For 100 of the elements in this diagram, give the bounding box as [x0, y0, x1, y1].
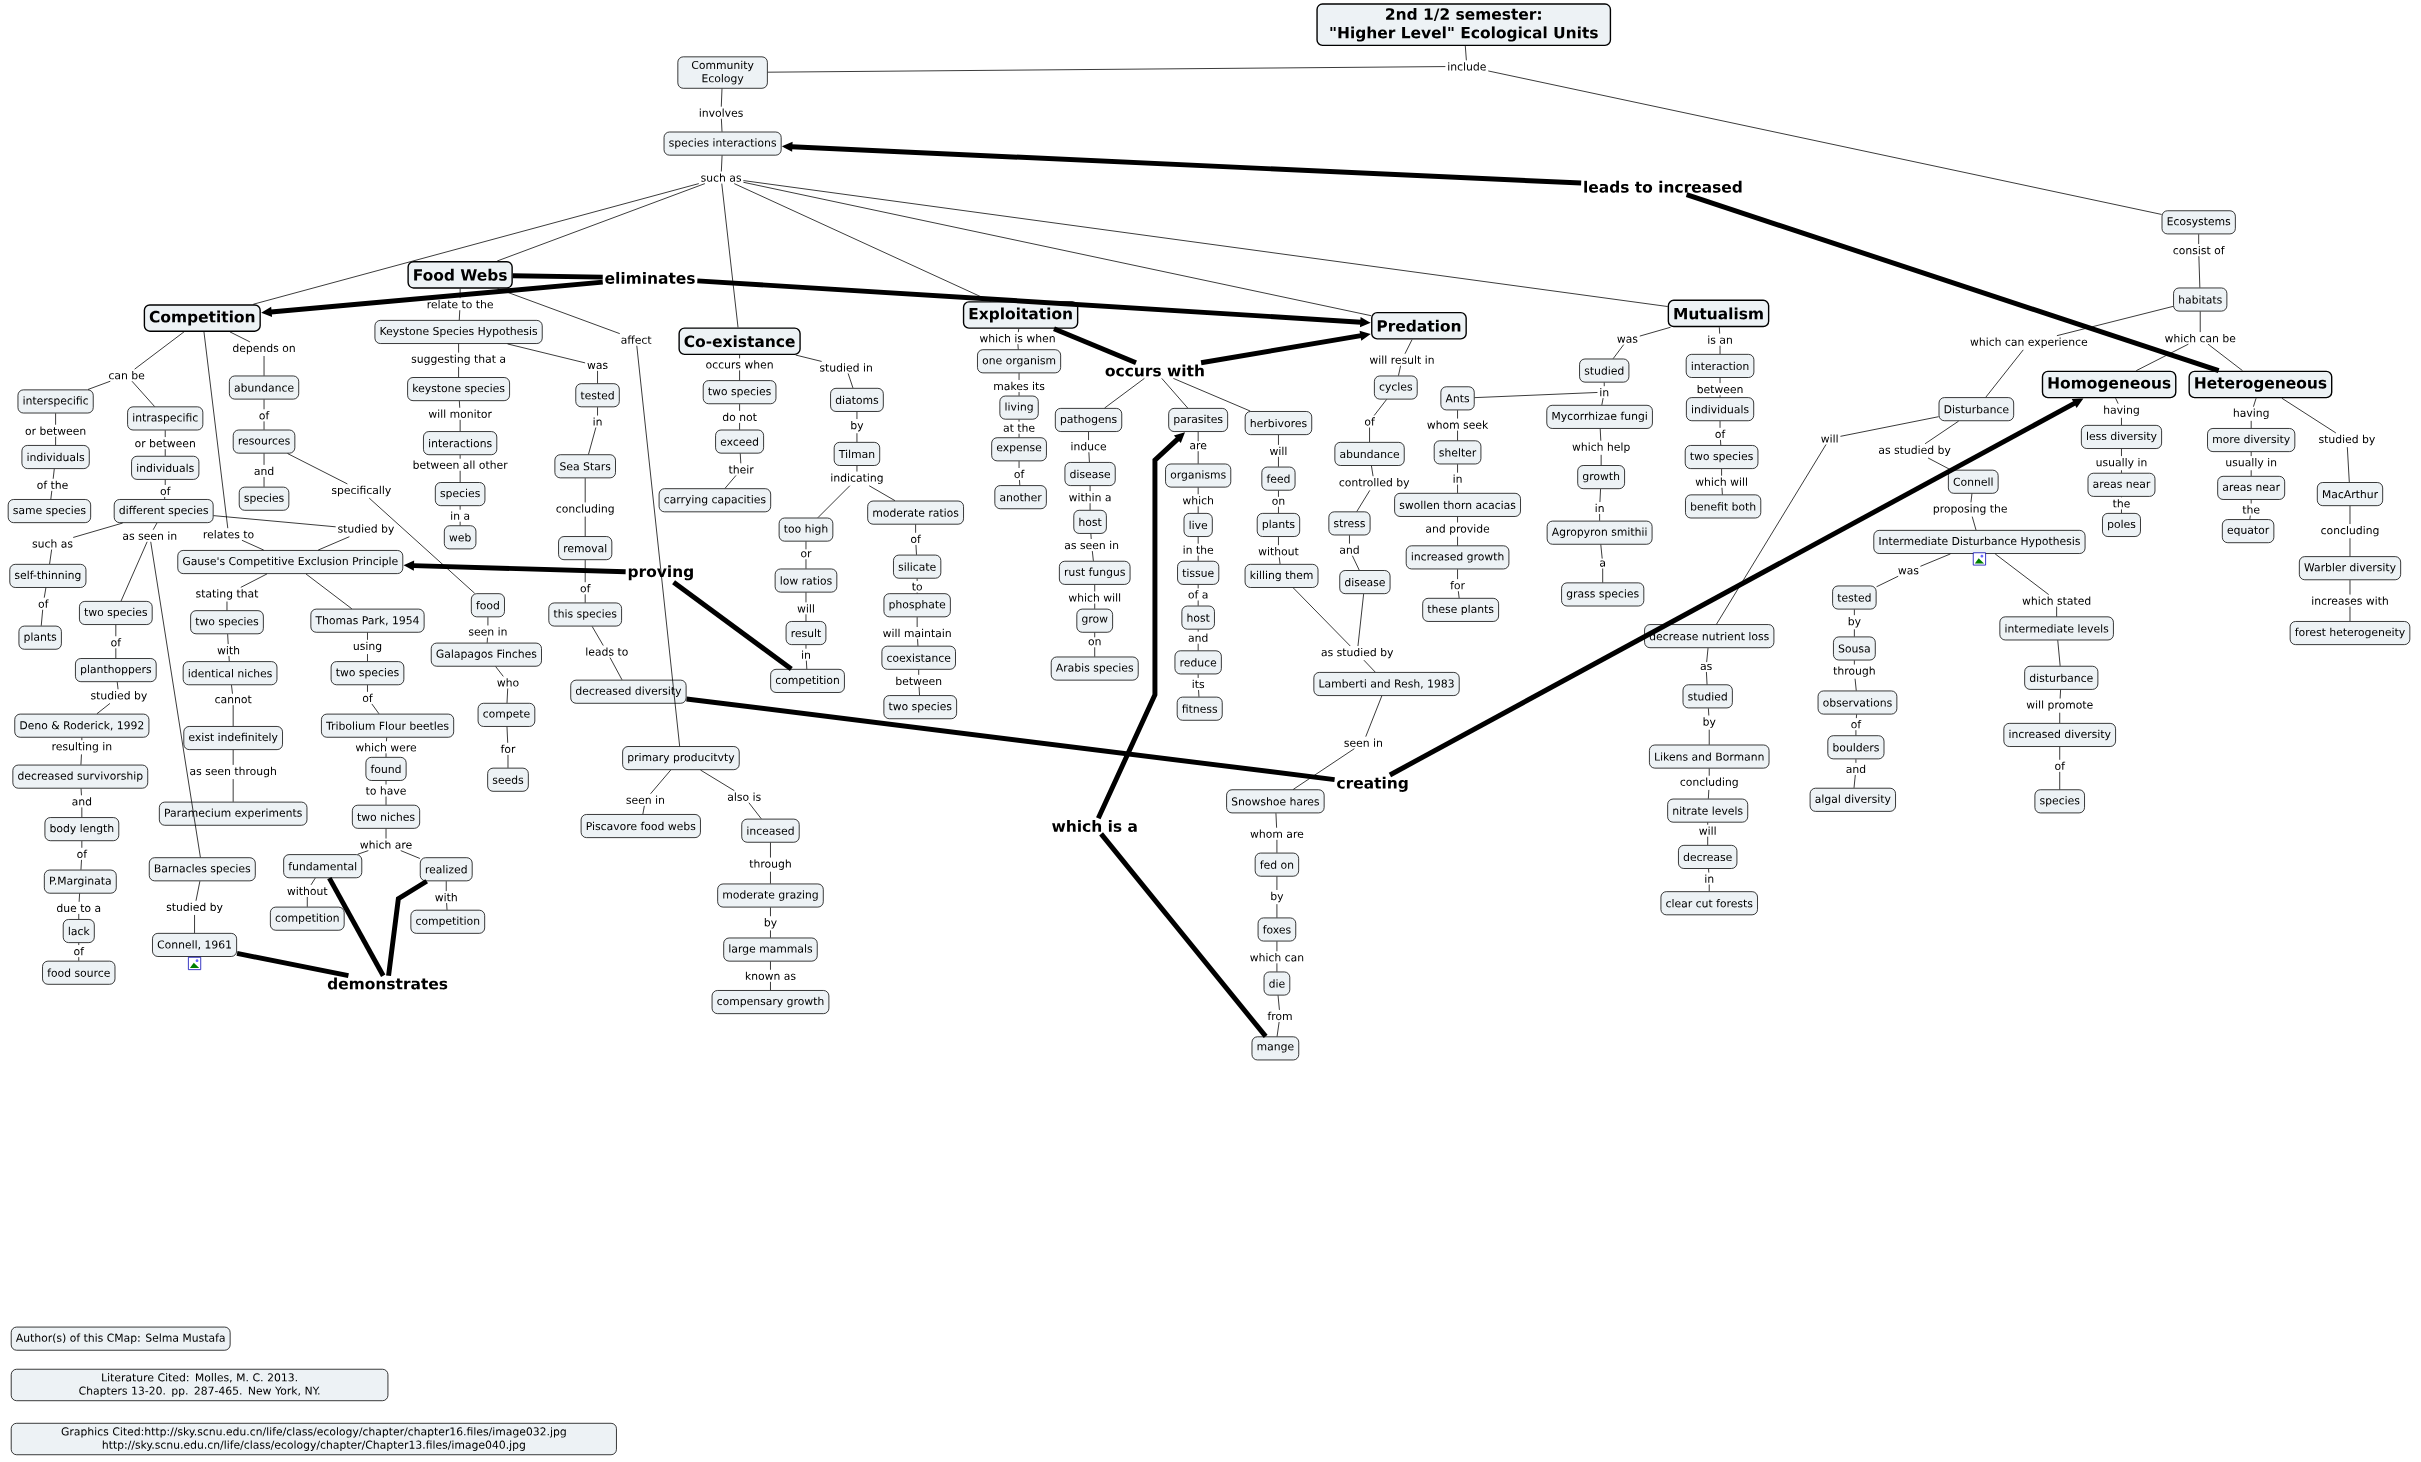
connector-line	[1018, 391, 1020, 396]
linking-phrase: a	[1597, 558, 1608, 569]
connector-line	[743, 180, 1669, 307]
linking-phrase: which can	[1248, 951, 1306, 963]
concept-box: Warbler diversity	[2298, 556, 2402, 581]
connector-line	[1464, 45, 1467, 61]
concept-box: die	[1263, 971, 1291, 996]
connector-line	[507, 343, 586, 364]
concept-box: competition	[410, 909, 486, 934]
linking-phrase: of	[2052, 760, 2067, 772]
connector-line	[1197, 584, 1199, 589]
concept-box: realized	[419, 857, 473, 882]
concept-box: MacArthur	[2316, 482, 2384, 506]
concept-box: Thomas Park, 1954	[310, 608, 425, 633]
concept-box: disease	[1064, 461, 1116, 486]
concept-box: feed	[1261, 466, 1296, 491]
connector-line	[1708, 729, 1710, 745]
concept-box: areas near	[2087, 472, 2156, 497]
concept-box: too high	[778, 517, 834, 542]
connector-line	[1278, 434, 1279, 446]
connector-line	[115, 647, 117, 659]
connector-line	[584, 516, 586, 537]
linking-phrase: which stated	[2020, 594, 2093, 607]
connector-line	[131, 380, 155, 407]
connector-line	[650, 769, 672, 795]
linking-phrase: of	[36, 597, 50, 610]
connector-line	[1276, 903, 1278, 918]
concept-box: nitrate levels	[1667, 798, 1749, 823]
concept-box: another	[994, 485, 1047, 510]
connector-line	[1053, 326, 1137, 365]
concept-box: Deno & Roderick, 1992	[14, 713, 150, 738]
connector-line	[1970, 493, 1973, 503]
connector-line	[367, 653, 368, 662]
connector-line	[1278, 490, 1279, 498]
concept-box: carrying capacities	[658, 488, 772, 513]
linking-phrase: its	[1190, 678, 1207, 690]
connector-line	[856, 411, 858, 420]
connector-line	[236, 950, 349, 979]
linking-phrase: to have	[364, 784, 408, 797]
connector-line	[72, 522, 124, 538]
concept-box: coexistance	[881, 645, 956, 670]
connector-line	[2121, 448, 2122, 457]
concept-box: Sea Stars	[554, 454, 616, 479]
linking-phrase: between	[893, 675, 944, 687]
connector-line	[327, 876, 386, 977]
linking-phrase: which can experience	[1968, 335, 2090, 350]
connector-line	[1197, 487, 1199, 495]
connector-line	[597, 370, 598, 384]
linking-phrase: in	[591, 415, 604, 428]
linking-phrase: of	[75, 848, 89, 860]
connector-line	[1920, 553, 1951, 567]
connector-line	[227, 633, 229, 645]
connector-line	[80, 753, 82, 765]
concept-box: growth	[1577, 465, 1625, 489]
concept-box: same species	[7, 499, 92, 523]
connector-line	[1197, 450, 1199, 464]
concept-box: seeds	[487, 767, 529, 792]
connector-line	[495, 666, 504, 677]
connector-line	[1094, 646, 1096, 657]
concept-box: compete	[477, 702, 536, 727]
linking-phrase: indicating	[828, 471, 886, 486]
connector-line	[458, 400, 461, 409]
connector-line	[317, 536, 350, 551]
concept-box: forest heterogeneity	[2289, 621, 2411, 645]
connector-line	[1706, 647, 1709, 663]
connector-line	[720, 155, 723, 172]
concept-box: areas near	[2217, 475, 2286, 500]
connector-line	[767, 66, 1446, 73]
connector-line	[252, 183, 700, 305]
connector-line	[263, 476, 265, 488]
connector-line	[817, 485, 851, 518]
connector-line	[770, 981, 771, 991]
connector-line	[1708, 884, 1710, 892]
concept-box: Arabis species	[1050, 656, 1139, 681]
linking-phrase: was	[1615, 334, 1640, 345]
connector-line	[1197, 431, 1199, 442]
linking-phrase: will	[1697, 824, 1719, 837]
linking-phrase: which were	[353, 741, 419, 753]
linking-phrase: with	[433, 891, 460, 903]
concept-box: Exploitation	[962, 301, 1079, 329]
connector-line	[1719, 377, 1721, 384]
linking-phrase: on	[1086, 637, 1103, 647]
connector-line	[50, 490, 53, 500]
concept-box: found	[365, 756, 407, 781]
connector-line	[1197, 505, 1199, 514]
connector-line	[400, 850, 421, 859]
connector-line	[1457, 590, 1460, 599]
linking-phrase: having	[2101, 403, 2142, 418]
connector-line	[2250, 469, 2252, 477]
concept-box: intraspecific	[127, 406, 204, 431]
connector-line	[1363, 659, 1376, 673]
linking-phrase: and	[1186, 631, 1210, 644]
connector-line	[229, 331, 251, 343]
concept-box: tested	[1832, 585, 1877, 610]
connector-line	[805, 644, 807, 649]
connector-line	[231, 684, 233, 694]
linking-phrase: in a	[448, 509, 472, 522]
concept-box: tested	[575, 383, 620, 408]
connector-line	[2059, 689, 2061, 699]
connector-line	[232, 704, 234, 727]
